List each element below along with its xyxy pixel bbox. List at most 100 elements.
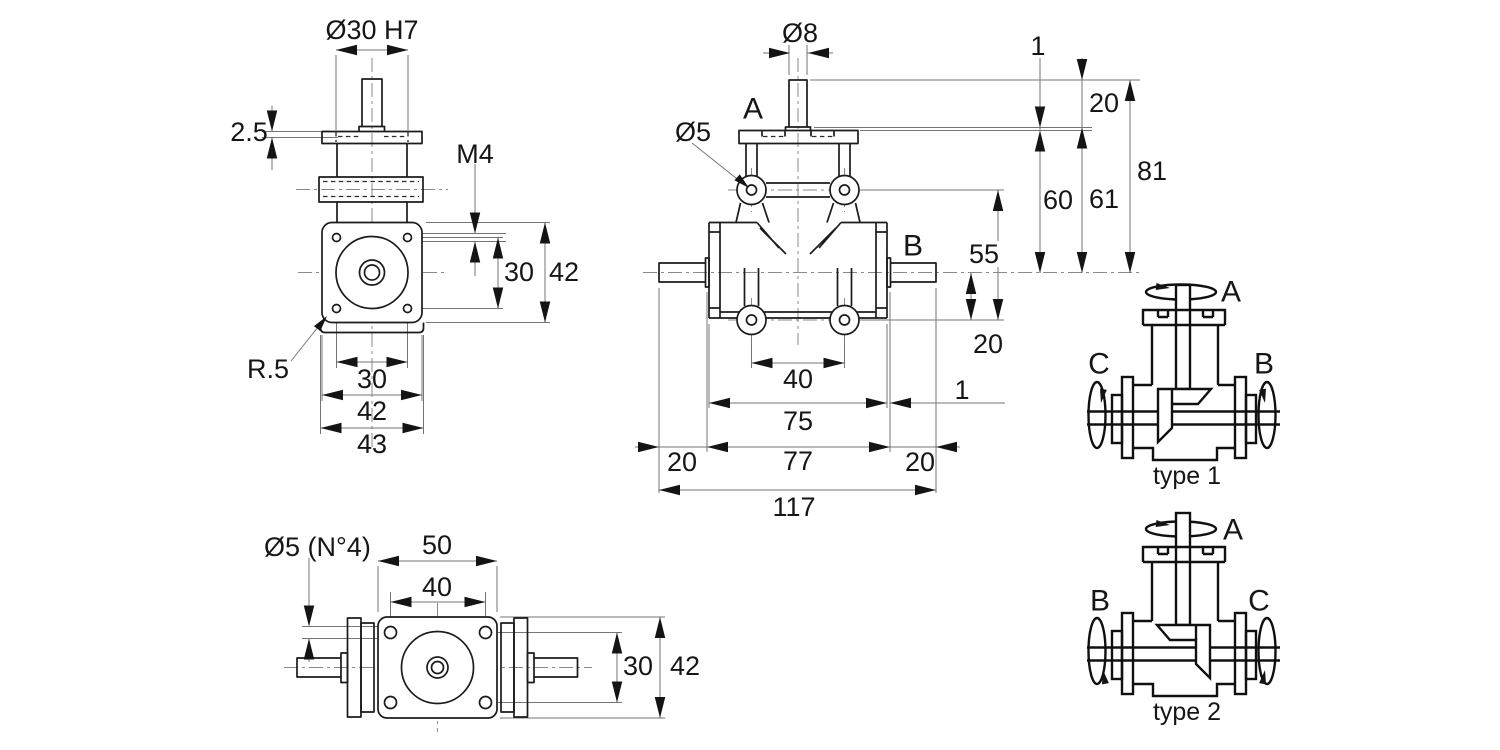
arrowhead-icon — [402, 422, 424, 434]
arrowhead-icon — [638, 441, 659, 453]
type1-schematic — [1087, 283, 1280, 462]
side-view — [318, 78, 425, 334]
dim-holes-note: Ø5 (N°4) — [264, 532, 371, 562]
dim-flange-width: 50 — [422, 530, 452, 560]
type2-rotation-b-icon — [1087, 616, 1107, 686]
arrowhead-icon — [1155, 520, 1170, 528]
dim-shaft-dia: Ø8 — [782, 18, 818, 48]
arrowhead-icon — [336, 356, 358, 368]
type1-bevel-gear-icon — [1156, 387, 1214, 445]
dim-hole-pitch-v: 30 — [504, 257, 534, 287]
top-view — [296, 616, 579, 719]
arrowhead-icon — [1076, 252, 1088, 273]
arrowhead-icon — [866, 397, 887, 409]
arrowhead-icon — [539, 222, 551, 244]
arrowhead-icon — [1101, 670, 1109, 685]
label-axis-a: A — [743, 93, 763, 126]
dim-hole-pitch-h: 30 — [357, 364, 387, 394]
type1-label-c: C — [1088, 348, 1110, 381]
arrowhead-icon — [1259, 388, 1267, 403]
arrowhead-icon — [1034, 252, 1046, 273]
dimension-arrowheads — [266, 44, 1267, 718]
arrowhead-icon — [469, 212, 481, 234]
arrowhead-icon — [965, 273, 977, 294]
dim-body-width: 75 — [783, 406, 813, 436]
type1-label-b: B — [1254, 348, 1274, 381]
type1-rotation-b-icon — [1257, 380, 1277, 450]
arrowhead-icon — [1034, 130, 1046, 152]
arrowhead-icon — [539, 301, 551, 323]
dim-hole-pitch-v-top: 30 — [623, 651, 653, 681]
dim-face-width: 42 — [357, 396, 387, 426]
dim-boss-gap-top: 1 — [1030, 31, 1045, 61]
dim-flange-height: 60 — [1043, 185, 1073, 215]
dim-boss-height: 61 — [1089, 184, 1119, 214]
arrowhead-icon — [654, 617, 666, 638]
arrowhead-icon — [707, 441, 728, 453]
arrowhead-icon — [915, 484, 936, 496]
dim-recess-depth: 2.5 — [230, 117, 268, 147]
type1-label-a: A — [1221, 276, 1241, 309]
type2-label-c: C — [1248, 585, 1270, 618]
dim-body-height-top: 42 — [670, 651, 700, 681]
dim-hole-dia: Ø5 — [675, 117, 711, 147]
arrowhead-icon — [936, 441, 957, 453]
arrowhead-icon — [464, 596, 486, 608]
arrowhead-icon — [992, 299, 1004, 320]
labels: Ø30 H7 2.5 M4 30 42 R.5 30 42 43 Ø8 A Ø5… — [230, 15, 1274, 726]
dim-total-height: 81 — [1137, 156, 1167, 186]
dim-bore: Ø30 H7 — [325, 15, 418, 45]
arrowhead-icon — [1155, 283, 1170, 291]
arrowhead-icon — [890, 397, 911, 409]
arrowhead-icon — [654, 697, 666, 718]
arrowhead-icon — [469, 241, 481, 263]
arrowhead-icon — [1259, 670, 1267, 685]
arrowhead-icon — [492, 237, 504, 259]
dim-boss-gap-side: 1 — [954, 375, 969, 405]
type2-schematic — [1087, 511, 1280, 698]
arrowhead-icon — [266, 137, 278, 159]
arrowhead-icon — [387, 44, 408, 56]
dim-hole-rows-span: 55 — [969, 239, 999, 269]
dim-shaft-proj-left: 20 — [667, 447, 697, 477]
dim-hole-pitch-top: 40 — [422, 572, 452, 602]
dim-face-height: 42 — [549, 257, 579, 287]
dim-boss-width: 77 — [783, 446, 813, 476]
dimension-lines — [262, 45, 1140, 719]
type2-rotation-c-icon — [1257, 616, 1277, 686]
type1-caption: type 1 — [1153, 462, 1221, 490]
arrowhead-icon — [1124, 80, 1136, 101]
arrowhead-icon — [303, 605, 315, 627]
arrowhead-icon — [313, 316, 327, 332]
arrowhead-icon — [320, 422, 342, 434]
type2-label-a: A — [1223, 514, 1243, 547]
arrowhead-icon — [1034, 106, 1046, 128]
type2-caption: type 2 — [1153, 698, 1221, 726]
dim-thread: M4 — [456, 139, 494, 169]
arrowhead-icon — [611, 632, 623, 654]
type1-rotation-c-icon — [1087, 380, 1107, 450]
arrowhead-icon — [659, 484, 680, 496]
arrowhead-icon — [1124, 252, 1136, 273]
arrowhead-icon — [386, 356, 408, 368]
dim-hole-pitch: 40 — [783, 364, 813, 394]
arrowhead-icon — [1099, 388, 1107, 403]
dim-total-width: 117 — [772, 492, 815, 522]
arrowhead-icon — [401, 389, 422, 401]
label-axis-b: B — [903, 230, 923, 263]
arrowhead-icon — [1076, 59, 1088, 80]
arrowhead-icon — [992, 190, 1004, 211]
dim-body-depth: 43 — [357, 429, 387, 459]
arrowhead-icon — [266, 110, 278, 132]
arrowhead-icon — [1076, 127, 1088, 149]
type2-label-b: B — [1090, 585, 1110, 618]
arrowhead-icon — [336, 44, 357, 56]
arrowhead-icon — [869, 441, 890, 453]
arrowhead-icon — [709, 397, 730, 409]
arrowhead-icon — [476, 555, 497, 567]
front-view — [658, 79, 937, 336]
arrowhead-icon — [734, 174, 749, 188]
type2-bevel-gear-icon — [1154, 623, 1212, 681]
